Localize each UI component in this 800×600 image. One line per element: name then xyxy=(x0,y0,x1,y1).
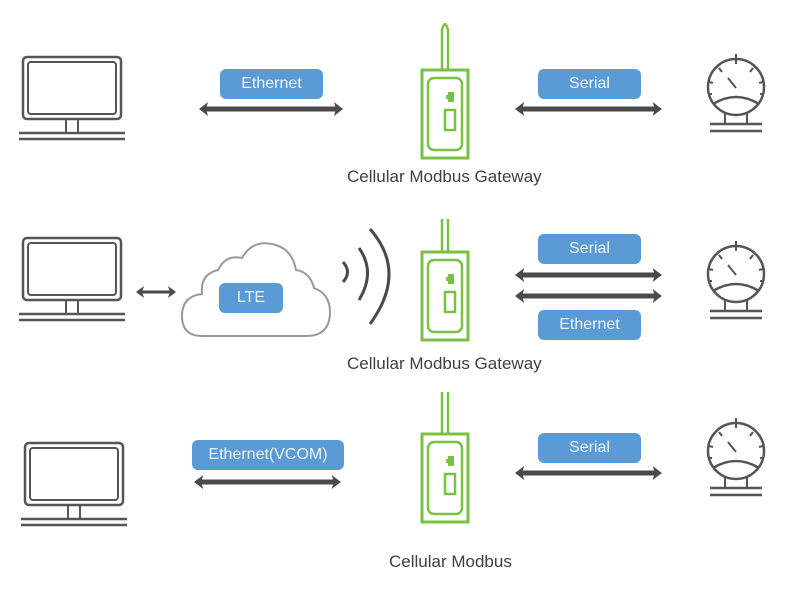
gateway-icon xyxy=(420,22,470,160)
link-label-ethernet: Ethernet xyxy=(538,310,641,340)
meter-icon xyxy=(706,239,766,320)
wireless-signal-icon xyxy=(341,228,391,325)
bidirectional-arrow xyxy=(199,109,343,123)
bidirectional-arrow xyxy=(194,482,342,496)
bidirectional-arrow xyxy=(515,109,663,123)
gateway-caption: Cellular Modbus xyxy=(389,552,512,571)
computer-icon xyxy=(17,55,127,141)
cloud-label-lte: LTE xyxy=(219,283,283,313)
link-label-serial: Serial xyxy=(538,234,641,264)
computer-icon xyxy=(17,236,127,322)
link-label-ethernet: Ethernet xyxy=(220,69,323,99)
link-label-ethernet-vcom: Ethernet(VCOM) xyxy=(192,440,344,470)
link-label-serial: Serial xyxy=(538,433,641,463)
gateway-caption: Cellular Modbus Gateway xyxy=(347,354,542,373)
meter-icon xyxy=(706,416,766,497)
gateway-icon xyxy=(420,219,470,342)
bidirectional-arrow xyxy=(515,296,663,310)
meter-icon xyxy=(706,52,766,133)
gateway-caption: Cellular Modbus Gateway xyxy=(347,167,542,186)
link-label-serial: Serial xyxy=(538,69,641,99)
gateway-icon xyxy=(420,392,470,524)
bidirectional-arrow xyxy=(515,473,663,487)
bidirectional-arrow xyxy=(515,275,663,289)
computer-icon xyxy=(19,441,129,527)
bidirectional-arrow xyxy=(136,286,176,298)
